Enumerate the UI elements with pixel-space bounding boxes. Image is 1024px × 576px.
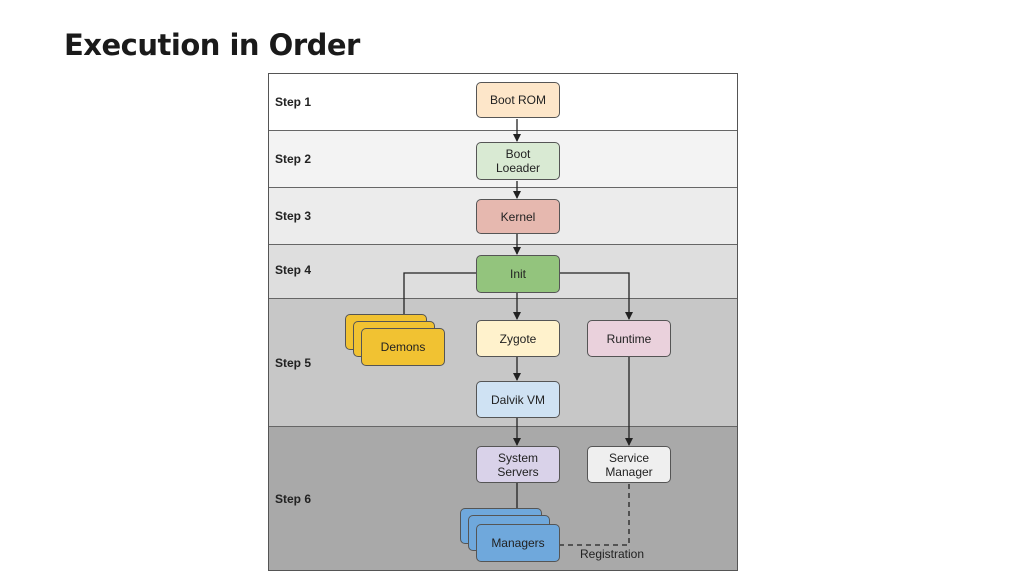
node-demons: Demons bbox=[361, 328, 445, 366]
step-3-label: Step 3 bbox=[275, 209, 312, 223]
node-boot-rom: Boot ROM bbox=[476, 82, 560, 118]
edge-init-runtime bbox=[557, 272, 633, 320]
step-6-label: Step 6 bbox=[275, 492, 312, 506]
node-init: Init bbox=[476, 255, 560, 293]
node-managers: Managers bbox=[476, 524, 560, 562]
registration-label: Registration bbox=[580, 547, 645, 561]
node-dalvik-vm: Dalvik VM bbox=[476, 381, 560, 418]
step-1-label: Step 1 bbox=[275, 95, 312, 109]
node-service-manager: Service Manager bbox=[587, 446, 671, 483]
node-boot-loader: Boot Loeader bbox=[476, 142, 560, 180]
boot-sequence-diagram: Step 1 Step 2 Step 3 Step 4 Step 5 Step … bbox=[268, 73, 738, 571]
step-2-label: Step 2 bbox=[275, 152, 312, 166]
node-kernel: Kernel bbox=[476, 199, 560, 234]
step-4-label: Step 4 bbox=[275, 263, 312, 277]
edge-init-demons bbox=[400, 272, 481, 328]
step-5-label: Step 5 bbox=[275, 356, 312, 370]
node-zygote: Zygote bbox=[476, 320, 560, 357]
node-system-servers: System Servers bbox=[476, 446, 560, 483]
page-title: Execution in Order bbox=[64, 28, 360, 62]
node-runtime: Runtime bbox=[587, 320, 671, 357]
edges-layer bbox=[400, 119, 633, 546]
